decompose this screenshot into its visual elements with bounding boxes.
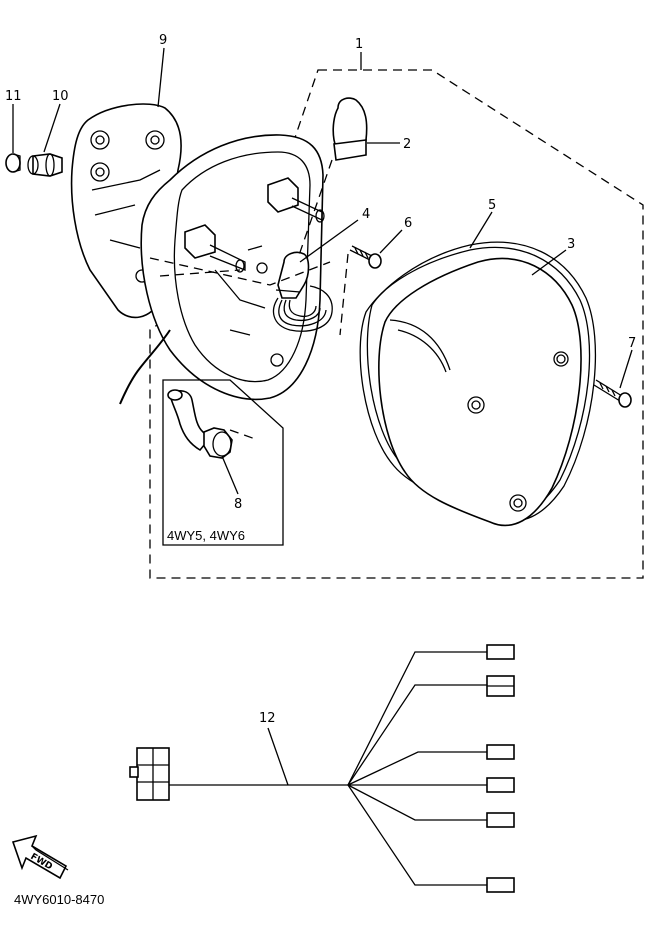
variant-inset: [162, 379, 284, 546]
assembly-line: [297, 159, 333, 259]
collar-bolt: [27, 153, 63, 177]
callout-2: 2: [403, 137, 411, 152]
callout-9: 9: [159, 33, 167, 48]
callout-4: 4: [362, 207, 370, 222]
bulb: [332, 97, 368, 161]
screw-lens: [593, 379, 632, 408]
leader-12: [267, 727, 289, 786]
part-code: 4WY6010-8470: [14, 892, 104, 907]
screw-small: [349, 245, 382, 269]
callout-12: 12: [259, 711, 276, 726]
callout-1: 1: [355, 37, 363, 52]
forward-direction-arrow: FWD: [11, 834, 69, 880]
wire-harness: [129, 644, 515, 893]
callout-10: 10: [52, 89, 69, 104]
leader-10: [43, 103, 61, 153]
bulb-socket: [272, 251, 333, 332]
callout-6: 6: [404, 216, 412, 231]
assembly-group-outline: [149, 69, 644, 579]
inset-variant-label: 4WY5, 4WY6: [167, 528, 245, 543]
gasket: [359, 241, 597, 522]
leader-4: [299, 219, 359, 263]
leader-3: [531, 249, 567, 276]
callout-7: 7: [628, 336, 636, 351]
assembly-line: [149, 257, 331, 286]
cap-nut: [5, 153, 21, 173]
leader-8: [221, 455, 239, 495]
callout-5: 5: [488, 198, 496, 213]
lead-wire: [119, 329, 171, 405]
callout-8: 8: [234, 497, 242, 512]
leader-9: [157, 47, 165, 108]
assembly-line: [339, 253, 349, 336]
callout-3: 3: [567, 237, 575, 252]
leader-7: [619, 349, 633, 389]
lamp-housing: [140, 134, 325, 401]
lens: [378, 257, 582, 527]
assembly-line: [159, 269, 241, 277]
leader-5: [469, 211, 493, 249]
callout-11: 11: [5, 89, 22, 104]
leader-6: [379, 229, 403, 254]
